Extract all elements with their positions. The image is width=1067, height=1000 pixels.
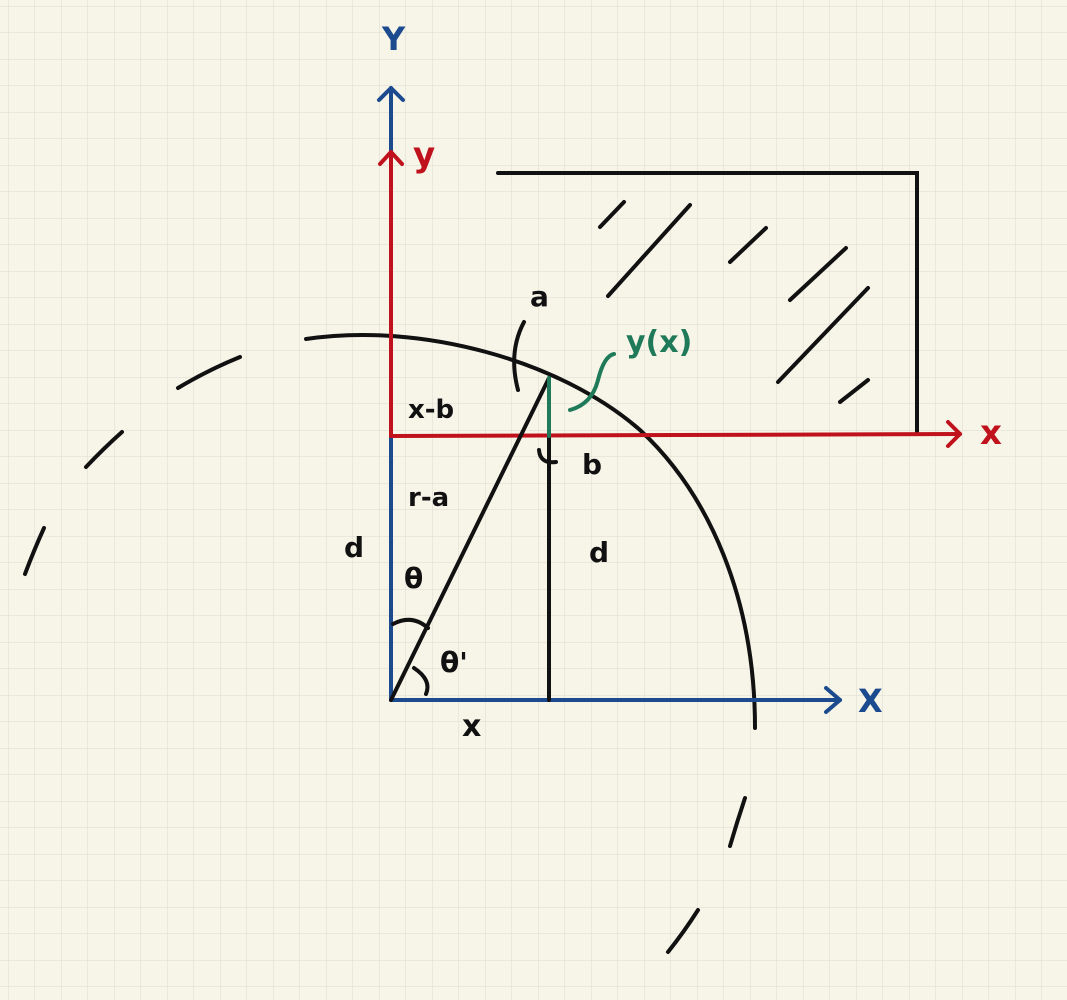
dash-segment bbox=[666, 908, 700, 954]
dashed-circle bbox=[23, 355, 747, 954]
blue-y-arrowhead bbox=[377, 86, 405, 102]
dash-segment bbox=[23, 526, 46, 576]
dash-segment bbox=[728, 796, 747, 848]
a-bracket bbox=[512, 320, 526, 392]
red-y-arrowhead bbox=[378, 150, 404, 166]
x-minus-b-label: x-b bbox=[408, 395, 454, 425]
y-of-x-label: y(x) bbox=[626, 325, 692, 360]
blue-x-axis-label: X bbox=[858, 682, 883, 720]
d-left-label: d bbox=[344, 531, 364, 564]
hatched-region bbox=[496, 171, 919, 435]
hatch-line bbox=[838, 378, 870, 404]
red-y-axis-label: y bbox=[413, 135, 435, 175]
red-x-axis-line bbox=[389, 432, 962, 438]
hatch-line bbox=[788, 246, 848, 302]
theta-prime-label: θ' bbox=[440, 646, 468, 679]
dash-segment bbox=[84, 430, 124, 469]
green-yx bbox=[547, 352, 616, 438]
hatch-line bbox=[728, 226, 768, 264]
blue-x-arrowhead bbox=[824, 686, 842, 714]
region-border bbox=[496, 171, 919, 435]
x-bottom-label: x bbox=[462, 709, 481, 744]
d-right-label: d bbox=[589, 536, 609, 569]
r-minus-a-label: r-a bbox=[408, 483, 449, 513]
circle-arc bbox=[304, 332, 757, 730]
dash-segment bbox=[176, 355, 242, 390]
hatch-line bbox=[606, 203, 692, 298]
radius-line bbox=[389, 376, 551, 702]
hatch-line bbox=[776, 286, 870, 384]
blue-y-axis-label: Y bbox=[381, 20, 406, 58]
hatch-line bbox=[598, 200, 626, 229]
b-label: b bbox=[582, 448, 602, 481]
b-bracket bbox=[537, 448, 558, 465]
red-x-axis-label: x bbox=[980, 413, 1002, 453]
yx-connector bbox=[568, 352, 616, 412]
a-label: a bbox=[530, 280, 549, 313]
red-axes bbox=[378, 150, 962, 448]
theta-prime-angle-arc bbox=[412, 666, 430, 696]
construction bbox=[389, 320, 558, 702]
red-x-arrowhead bbox=[946, 420, 962, 448]
theta-angle-arc bbox=[391, 617, 430, 630]
theta-label: θ bbox=[404, 562, 423, 595]
